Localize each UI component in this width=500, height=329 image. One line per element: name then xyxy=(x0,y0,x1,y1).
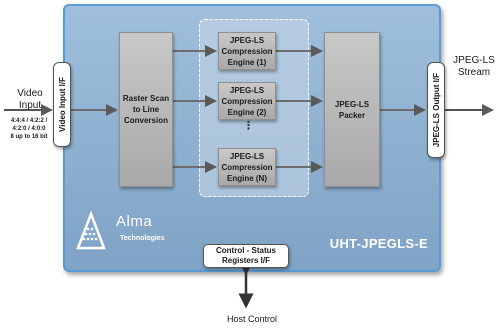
engines-ellipsis: ⋮ xyxy=(243,120,254,132)
control-status-label-2: Registers I/F xyxy=(221,256,270,265)
raster-label-3: Conversion xyxy=(123,116,168,125)
engine2-label-3: Engine (2) xyxy=(227,107,267,117)
formats-line-2: 4:2:0 / 4:0:0 xyxy=(12,126,46,132)
packer-label-1: JPEG-LS xyxy=(334,99,370,109)
compression-engine-1: JPEG-LS Compression Engine (1) xyxy=(218,32,276,70)
jpegls-output-interface: JPEG-LS Output I/F xyxy=(427,62,445,158)
host-control-label: Host Control xyxy=(226,314,278,324)
formats-line-1: 4:4:4 / 4:2:2 / xyxy=(10,118,48,124)
video-input-interface-label: Video Input I/F xyxy=(57,77,67,132)
stream-label-2: Stream xyxy=(457,67,491,78)
control-status-label-1: Control - Status xyxy=(216,246,276,255)
engine1-label-1: JPEG-LS xyxy=(229,35,265,45)
engine1-label-2: Compression xyxy=(221,46,273,56)
compression-engine-n: JPEG-LS Compression Engine (N) xyxy=(218,148,276,186)
packer-label-2: Packer xyxy=(338,110,366,120)
engineN-label-3: Engine (N) xyxy=(227,173,267,183)
alma-logo: Alma Technologies xyxy=(74,210,182,252)
logo-name: Alma xyxy=(116,213,153,230)
raster-label-2: to Line xyxy=(132,105,160,114)
logo-subtitle: Technologies xyxy=(120,235,165,242)
video-input-label: Video Input xyxy=(10,88,50,112)
engine2-label-2: Compression xyxy=(221,96,273,106)
engineN-label-1: JPEG-LS xyxy=(229,151,265,161)
jpegls-stream-label: JPEG-LS Stream xyxy=(452,55,496,79)
stream-label-1: JPEG-LS xyxy=(453,55,495,66)
engineN-label-2: Compression xyxy=(221,162,273,172)
video-input-label-1: Video xyxy=(17,88,43,99)
video-input-label-2: Input xyxy=(18,100,42,111)
video-input-interface: Video Input I/F xyxy=(53,62,71,147)
compression-engine-2: JPEG-LS Compression Engine (2) xyxy=(218,82,276,120)
jpegls-output-interface-label: JPEG-LS Output I/F xyxy=(431,72,441,148)
engine1-label-3: Engine (1) xyxy=(227,57,267,67)
core-title: UHT-JPEGLS-E xyxy=(329,236,428,251)
raster-label-1: Raster Scan xyxy=(122,94,170,103)
jpegls-packer-block: JPEG-LS Packer xyxy=(324,32,380,187)
control-status-interface: Control - Status Registers I/F xyxy=(203,244,289,268)
engine2-label-1: JPEG-LS xyxy=(229,85,265,95)
alma-logo-icon xyxy=(76,210,106,250)
formats-line-3: 8 up to 16 bit xyxy=(10,134,48,140)
video-formats-label: 4:4:4 / 4:2:2 / 4:2:0 / 4:0:0 8 up to 16… xyxy=(6,117,52,141)
raster-scan-block: Raster Scan to Line Conversion xyxy=(119,32,173,187)
